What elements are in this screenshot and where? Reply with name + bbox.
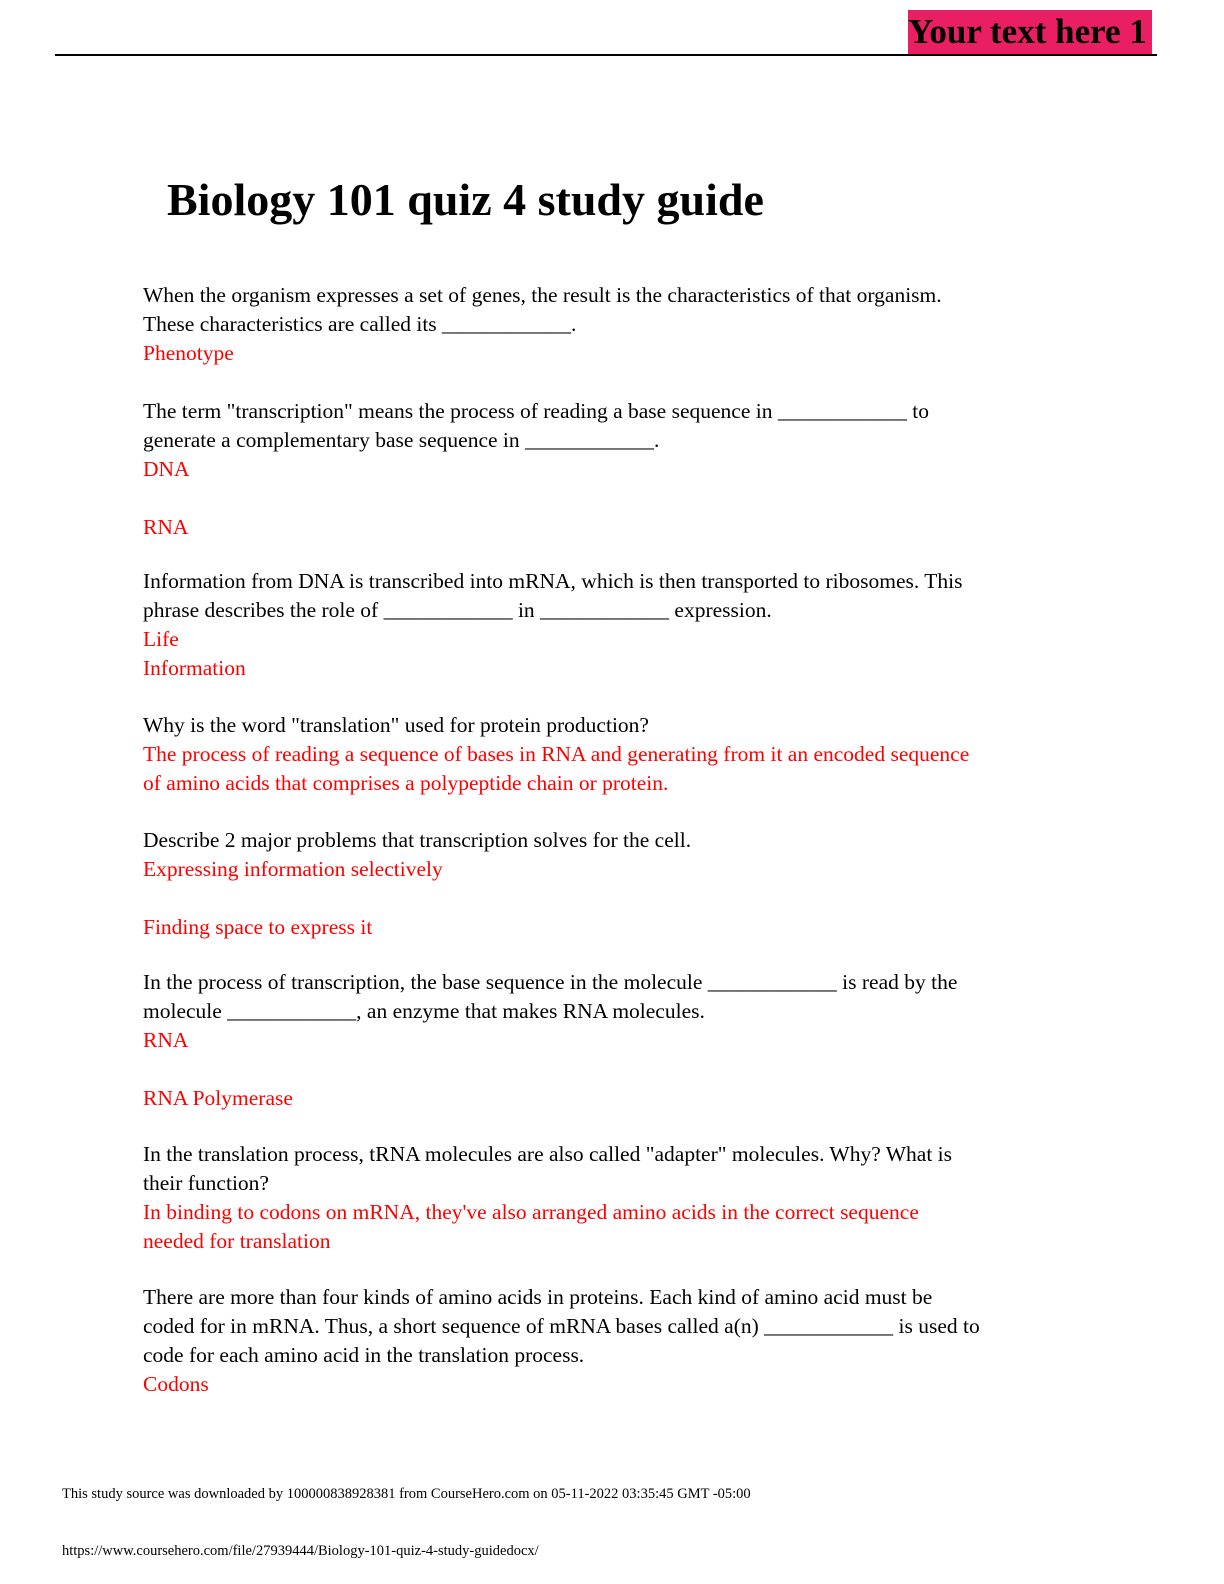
question-block: Why is the word "translation" used for p… (143, 711, 1143, 798)
answer-text (143, 884, 1143, 913)
answer-text: RNA (143, 515, 189, 539)
answer-text (143, 484, 1143, 513)
question-text: molecule ____________, an enzyme that ma… (143, 999, 705, 1023)
answer-text: RNA Polymerase (143, 1086, 293, 1110)
question-text: In the translation process, tRNA molecul… (143, 1142, 953, 1166)
answer-text: RNA (143, 1028, 189, 1052)
answer-text: DNA (143, 457, 190, 481)
question-block: Describe 2 major problems that transcrip… (143, 826, 1143, 942)
question-text: When the organism expresses a set of gen… (143, 283, 942, 307)
question-text: generate a complementary base sequence i… (143, 428, 660, 452)
question-text: Information from DNA is transcribed into… (143, 569, 963, 593)
answer-text (143, 1055, 1143, 1084)
header-stamp-highlight (908, 10, 1152, 54)
question-block: In the process of transcription, the bas… (143, 968, 1143, 1113)
answer-text: The process of reading a sequence of bas… (143, 742, 970, 766)
question-text: These characteristics are called its ___… (143, 312, 577, 336)
question-text: code for each amino acid in the translat… (143, 1343, 585, 1367)
answer-text: Finding space to express it (143, 915, 373, 939)
question-text: phrase describes the role of ___________… (143, 598, 772, 622)
page-title: Biology 101 quiz 4 study guide (167, 174, 764, 225)
question-block: In the translation process, tRNA molecul… (143, 1140, 1143, 1256)
question-text: Describe 2 major problems that transcrip… (143, 828, 692, 852)
answer-text: of amino acids that comprises a polypept… (143, 771, 669, 795)
question-text: The term "transcription" means the proce… (143, 399, 929, 423)
question-block: Information from DNA is transcribed into… (143, 567, 1143, 683)
question-block: The term "transcription" means the proce… (143, 397, 1143, 542)
header-rule (55, 54, 1157, 56)
answer-text: Information (143, 656, 246, 680)
source-url-link[interactable]: https://www.coursehero.com/file/27939444… (62, 1543, 539, 1559)
answer-text: needed for translation (143, 1229, 331, 1253)
question-text: There are more than four kinds of amino … (143, 1285, 933, 1309)
header-stamp: Your text here 1 (908, 12, 1147, 51)
answer-text: Expressing information selectively (143, 857, 443, 881)
question-block: There are more than four kinds of amino … (143, 1283, 1143, 1399)
question-text: Why is the word "translation" used for p… (143, 713, 649, 737)
answer-text: Codons (143, 1372, 209, 1396)
answer-text: In binding to codons on mRNA, they've al… (143, 1200, 919, 1224)
question-text: coded for in mRNA. Thus, a short sequenc… (143, 1314, 980, 1338)
answer-text: Phenotype (143, 341, 234, 365)
question-block: When the organism expresses a set of gen… (143, 281, 1143, 368)
question-text: In the process of transcription, the bas… (143, 970, 958, 994)
question-text: their function? (143, 1171, 269, 1195)
answer-text: Life (143, 627, 179, 651)
download-note: This study source was downloaded by 1000… (62, 1486, 751, 1502)
